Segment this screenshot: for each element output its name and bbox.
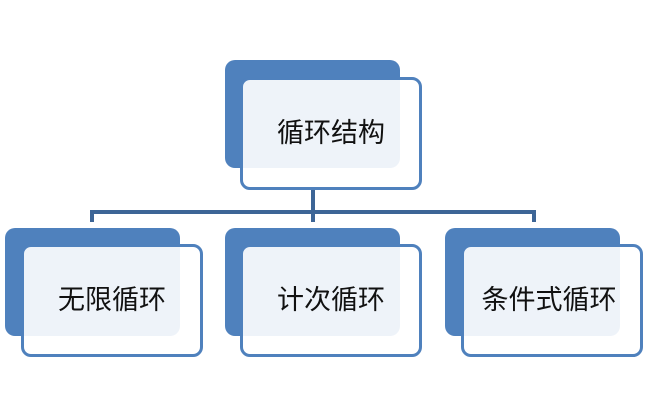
- child-node-label: 计次循环: [277, 284, 385, 316]
- child-node-label: 条件式循环: [481, 284, 617, 316]
- root-node-label: 循环结构: [277, 117, 385, 149]
- connector-child-1: [90, 210, 94, 222]
- child-node-label: 无限循环: [58, 284, 166, 316]
- connector-child-2: [311, 210, 315, 222]
- connector-root-vertical: [311, 190, 315, 214]
- connector-child-3: [532, 210, 536, 222]
